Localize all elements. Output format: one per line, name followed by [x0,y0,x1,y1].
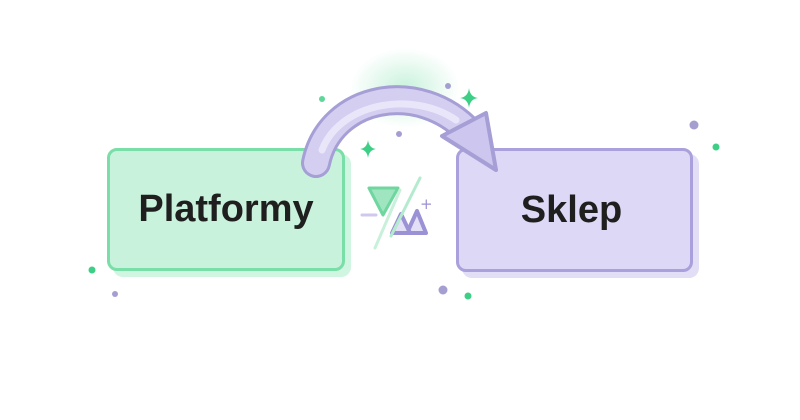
triangle-swap-icon: + [360,176,433,250]
decor-dot [112,291,118,297]
decor-dot [689,120,699,130]
target-node: Sklep [456,148,693,272]
sparkle-icon [460,88,478,108]
decor-dot [445,83,451,89]
decor-dot [319,96,325,102]
decor-dot [396,131,402,137]
target-node-label: Sklep [520,188,623,231]
curved-arrow-icon [301,85,498,178]
decor-dot [712,143,720,151]
sparkle-icon [360,140,376,158]
decor-dot [438,285,448,295]
plus-icon: + [420,195,433,213]
decor-dot [88,266,96,274]
decor-dot [464,292,472,300]
source-node-label: Platformy [138,188,314,230]
